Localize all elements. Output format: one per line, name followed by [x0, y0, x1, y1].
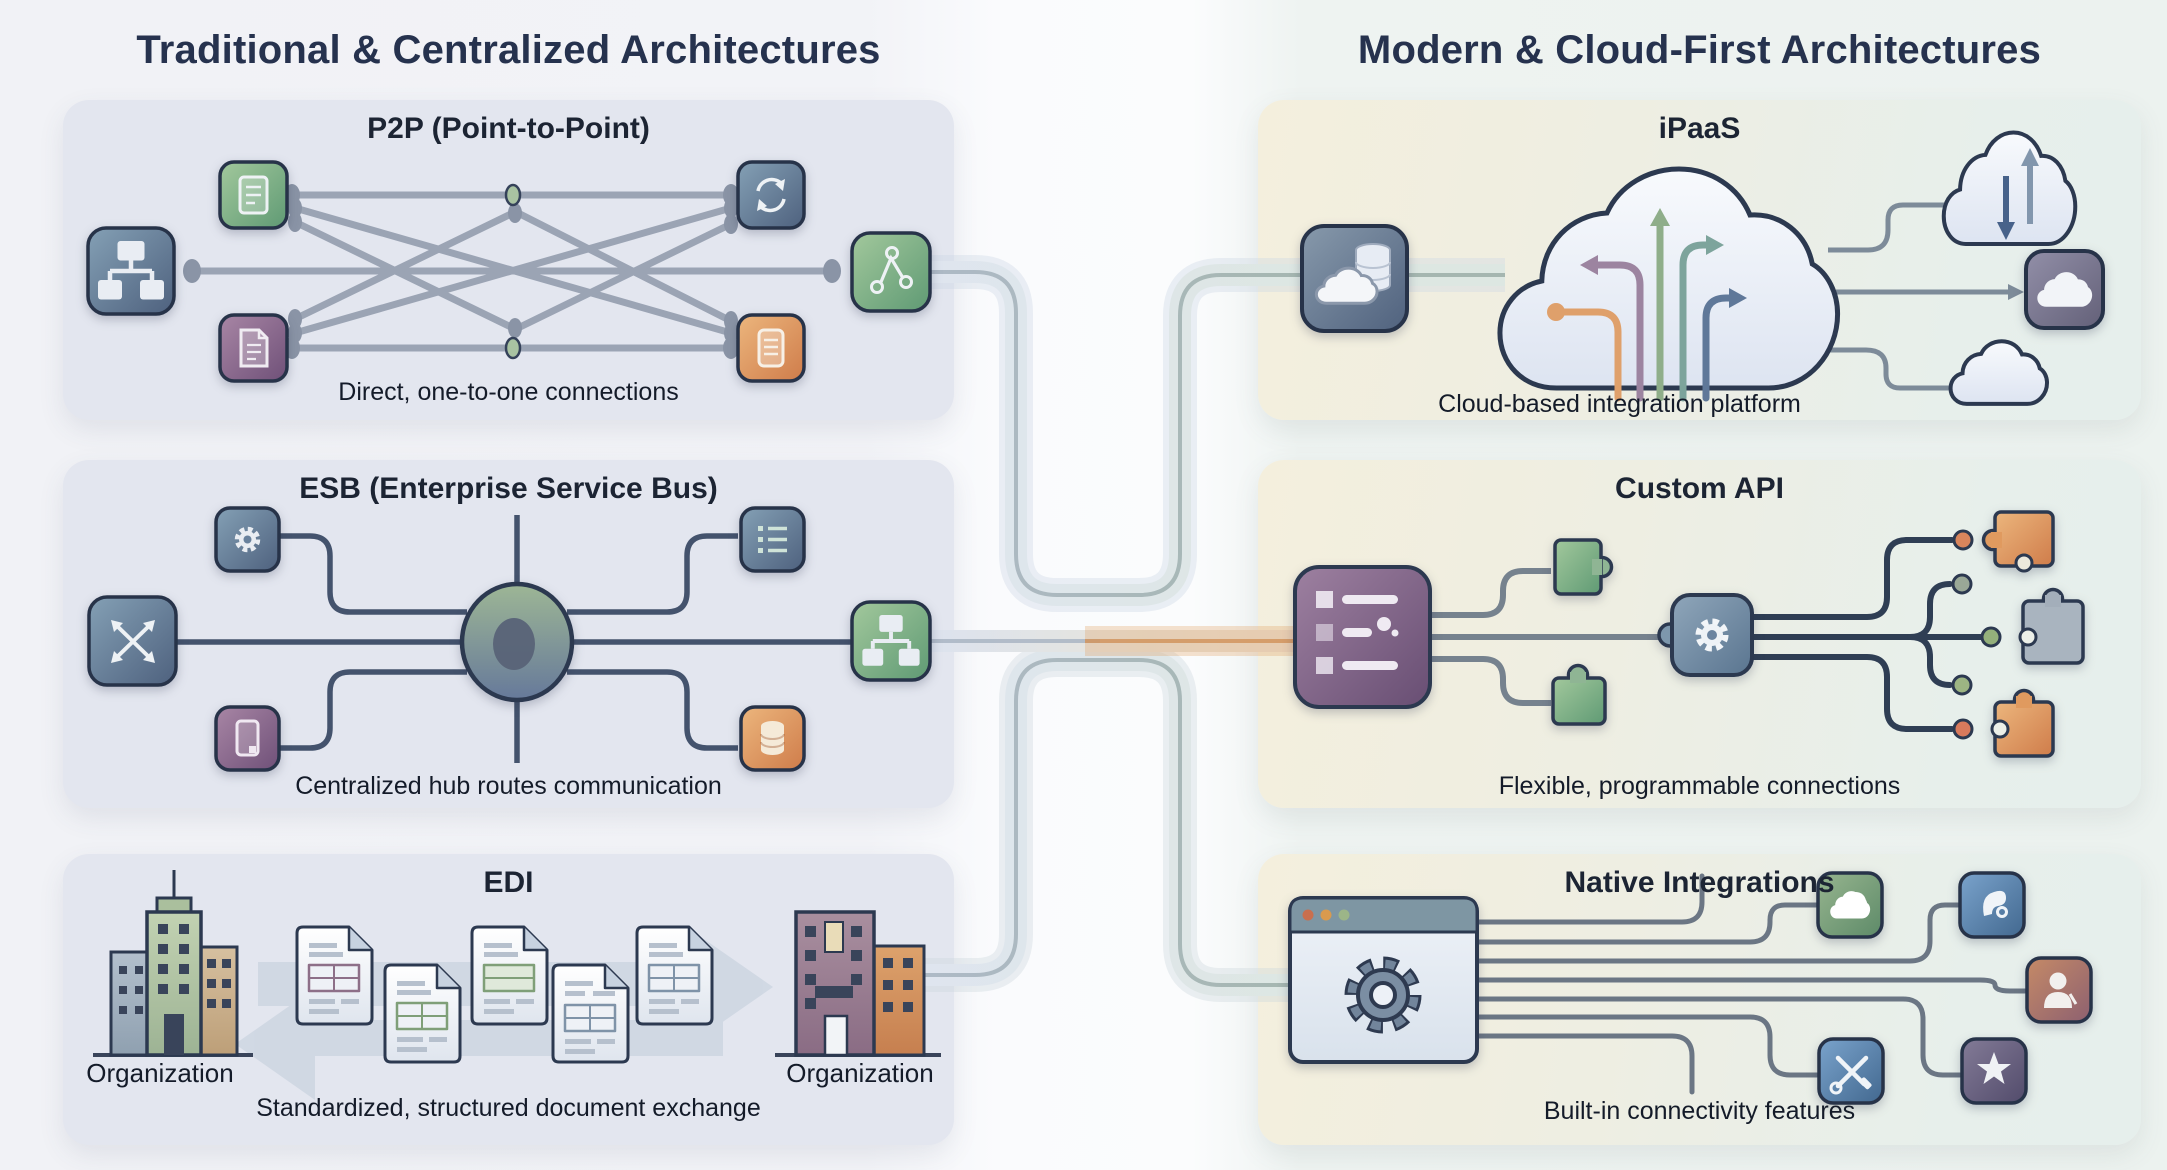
sitemap-icon	[850, 600, 932, 682]
tablet-document-icon	[218, 160, 289, 230]
shuffle-icon	[87, 595, 178, 687]
network-path-icon	[850, 231, 932, 313]
sync-cloud-icon	[1942, 131, 2077, 245]
gear-icon	[214, 506, 281, 573]
left-column-header: Traditional & Centralized Architectures	[136, 28, 881, 72]
user-icon	[2025, 956, 2093, 1024]
right-column-header: Modern & Cloud-First Architectures	[1357, 28, 2042, 72]
list-icon	[739, 506, 806, 573]
panel-esb: ESB (Enterprise Service Bus)	[63, 460, 954, 808]
native-diagram	[1288, 871, 2093, 1105]
puzzle-green-icon	[1551, 663, 1607, 726]
app-logo-icon	[1958, 871, 2026, 939]
cloud-app-icon	[2024, 249, 2105, 330]
p2p-title: P2P (Point-to-Point)	[367, 112, 650, 145]
building-left	[93, 870, 253, 1057]
hub-node	[459, 581, 575, 703]
phone-icon	[214, 705, 281, 772]
esb-title: ESB (Enterprise Service Bus)	[299, 472, 718, 505]
p2p-diagram	[86, 160, 932, 383]
gear-puzzle-icon	[1657, 593, 1754, 677]
gear-icon	[1344, 956, 1422, 1034]
esb-diagram	[87, 506, 932, 772]
ipaas-caption: Cloud-based integration platform	[1438, 390, 1801, 418]
custom-api-title: Custom API	[1615, 472, 1784, 505]
integration-cloud-icon	[1500, 169, 1838, 402]
puzzle-orange-icon	[1990, 688, 2055, 758]
p2p-caption: Direct, one-to-one connections	[338, 378, 679, 406]
edi-diagram	[93, 870, 941, 1100]
puzzle-orange-icon	[1981, 510, 2055, 573]
cloud-icon	[1949, 340, 2048, 405]
puzzle-grey-icon	[2018, 587, 2085, 665]
panel-custom-api: Custom API	[1258, 460, 2141, 808]
esb-caption: Centralized hub routes communication	[295, 772, 722, 800]
custom-api-diagram	[1293, 510, 2085, 758]
browser-gear-icon	[1288, 896, 1479, 1064]
edi-caption: Standardized, structured document exchan…	[256, 1094, 761, 1122]
api-console-icon	[1293, 565, 1432, 709]
salesforce-cloud-icon	[1816, 871, 1884, 939]
ipaas-diagram	[1300, 131, 2105, 405]
custom-api-caption: Flexible, programmable connections	[1498, 772, 1901, 800]
document-icon	[218, 313, 289, 383]
database-icon	[739, 705, 806, 772]
panel-native: Native Integrations	[1258, 854, 2141, 1145]
puzzle-green-icon	[1553, 538, 1614, 596]
native-title: Native Integrations	[1564, 866, 1835, 899]
panel-edi: EDI	[63, 854, 954, 1145]
edi-title: EDI	[483, 866, 534, 899]
building-right	[775, 910, 941, 1057]
tools-icon	[1817, 1037, 1885, 1105]
pipe-edi-to-native	[920, 643, 1292, 1002]
ipaas-title: iPaaS	[1658, 112, 1741, 145]
native-caption: Built-in connectivity features	[1543, 1097, 1856, 1125]
server-icon	[736, 313, 806, 383]
pipe-p2p-to-ipaas	[928, 255, 1505, 612]
cloud-database-icon	[1300, 224, 1409, 333]
sitemap-icon	[86, 226, 176, 316]
panel-ipaas: iPaaS	[1258, 100, 2141, 420]
org-label-left: Organization	[86, 1058, 234, 1088]
edi-documents	[295, 925, 714, 1064]
star-icon	[1960, 1037, 2028, 1105]
org-label-right: Organization	[786, 1058, 934, 1088]
sync-icon	[736, 160, 806, 230]
panel-p2p: P2P (Point-to-Point)	[63, 100, 954, 420]
